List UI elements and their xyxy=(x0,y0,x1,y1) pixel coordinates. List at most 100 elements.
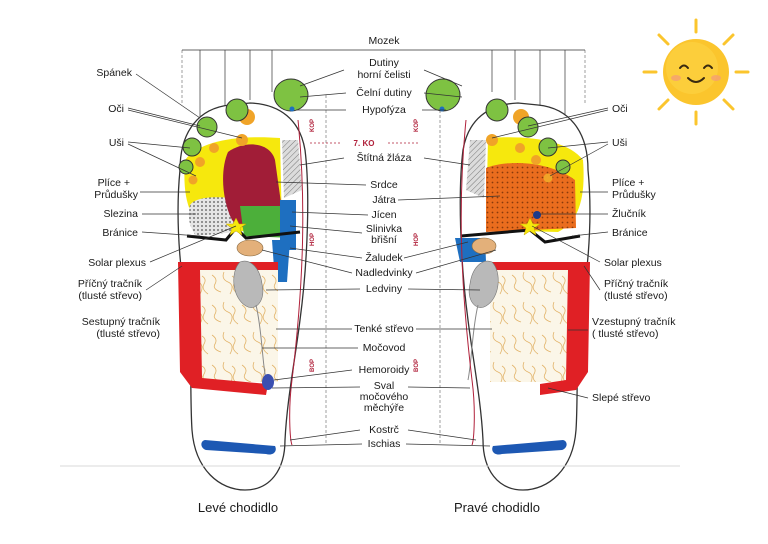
pituitary-dot-right xyxy=(439,106,445,112)
toe-2-left xyxy=(225,98,249,122)
toe-4-left xyxy=(182,137,202,157)
label-pricny-right-1: Příčný tračník xyxy=(604,278,669,290)
ureter-left xyxy=(255,304,267,381)
thyroid-zone-left xyxy=(282,140,302,198)
label-oci-right: Oči xyxy=(612,103,628,115)
label-branice-left: Bránice xyxy=(102,227,138,239)
ear-point-right-2 xyxy=(543,173,553,183)
ear-point-right-1 xyxy=(531,155,541,165)
label-ischias: Ischias xyxy=(368,438,401,450)
label-pricny-left-2: (tlusté střevo) xyxy=(78,290,142,302)
toe-3-left xyxy=(196,116,218,138)
left-foot-title: Levé chodidlo xyxy=(198,500,278,515)
label-slezina: Slezina xyxy=(104,208,139,220)
label-sval-1: Sval xyxy=(374,380,394,392)
kidney-left xyxy=(233,260,264,308)
label-hemoroidy: Hemoroidy xyxy=(359,364,411,376)
toe-3-right xyxy=(517,116,539,138)
label-sval-2: močového xyxy=(360,391,409,403)
liver-zone xyxy=(486,163,576,232)
pituitary-dot-left xyxy=(289,106,295,112)
stomach-zone xyxy=(240,206,292,238)
label-slepe: Slepé střevo xyxy=(592,392,651,404)
label-plice-left-2: Průdušky xyxy=(94,189,139,201)
label-branice-right: Bránice xyxy=(612,227,648,239)
label-jicen: Jícen xyxy=(371,209,396,221)
diaphragm-line-right xyxy=(460,228,581,244)
label-celni: Čelní dutiny xyxy=(356,86,412,99)
solar-plexus-star-right xyxy=(519,217,541,236)
ear-point-left-2 xyxy=(188,175,198,185)
top-guides xyxy=(181,49,586,445)
ear-point-left-1 xyxy=(195,157,205,167)
label-oci-left: Oči xyxy=(108,103,124,115)
label-vzestupny-1: Vzestupný tračník xyxy=(592,316,676,328)
solar-plexus-star-left xyxy=(225,217,247,236)
label-mocovod: Močovod xyxy=(363,342,406,354)
kidney-right xyxy=(468,260,499,308)
label-plice-right-2: Průdušky xyxy=(612,189,657,201)
left-leaders xyxy=(127,73,243,291)
gallbladder-dot xyxy=(533,211,541,219)
label-kostrc: Kostrč xyxy=(369,424,399,436)
center-leaders xyxy=(261,69,501,447)
sun-icon xyxy=(642,18,750,126)
center-labels: Mozek Dutiny horní čelisti Čelní dutiny … xyxy=(354,35,414,450)
label-pricny-right-2: (tlusté střevo) xyxy=(604,290,668,302)
spleen-zone xyxy=(188,197,236,236)
label-slinivka-2: břišní xyxy=(371,234,397,246)
eye-point-left-1 xyxy=(236,134,248,146)
label-hypofyza: Hypofýza xyxy=(362,104,406,116)
sciatic-right xyxy=(492,440,567,455)
hop-marker-right: HOP xyxy=(414,233,420,246)
hop-marker-left: HOP xyxy=(310,233,316,246)
kop-marker-left: KOP xyxy=(310,119,316,132)
label-sestupny-1: Sestupný tračník xyxy=(82,316,161,328)
label-sval-3: měchýře xyxy=(364,402,404,414)
sciatic-left xyxy=(201,440,276,455)
ko-marker: 7. KO xyxy=(354,139,375,148)
label-vzestupny-2: ( tlusté střevo) xyxy=(592,328,659,340)
label-mozek: Mozek xyxy=(369,35,401,47)
label-zlucnik: Žlučník xyxy=(612,207,647,220)
colon-frame-right xyxy=(490,262,590,395)
ureter-right xyxy=(467,304,479,381)
label-solar-left: Solar plexus xyxy=(88,257,146,269)
label-tenke: Tenké střevo xyxy=(354,323,414,335)
label-stitna: Štítná žláza xyxy=(357,151,412,164)
right-foot xyxy=(425,78,591,491)
toe-4-right xyxy=(538,137,558,157)
right-foot-title: Pravé chodidlo xyxy=(454,500,540,515)
label-plice-right-1: Plíce + xyxy=(612,177,644,189)
left-labels: Spánek Oči Uši Plíce + Průdušky Slezina … xyxy=(78,67,161,340)
small-intestine-right xyxy=(490,262,570,382)
label-plice-left-1: Plíce + xyxy=(98,177,130,189)
adrenal-right xyxy=(471,237,497,255)
label-zaludek: Žaludek xyxy=(365,251,403,264)
right-labels: Oči Uši Plíce + Průdušky Žlučník Bránice… xyxy=(592,103,676,404)
label-slinivka-1: Slinivka xyxy=(366,223,402,235)
thyroid-zone-right xyxy=(466,140,486,198)
label-srdce: Srdce xyxy=(370,179,398,191)
label-dutiny-1: Dutiny xyxy=(369,57,400,69)
left-foot xyxy=(177,78,309,491)
adrenal-left xyxy=(236,239,264,257)
label-solar-right: Solar plexus xyxy=(604,257,662,269)
bop-marker-right: BOP xyxy=(414,359,420,372)
esophagus-zone xyxy=(280,200,296,250)
label-pricny-left-1: Příčný tračník xyxy=(78,278,143,290)
label-spanek: Spánek xyxy=(96,67,132,79)
label-nadledviny: Nadledvinky xyxy=(355,267,413,279)
label-usi-right: Uši xyxy=(612,137,627,149)
label-jatra: Játra xyxy=(372,194,396,206)
zone-markers: KOP KOP HOP HOP BOP BOP 7. KO xyxy=(310,119,420,372)
colon-frame-left xyxy=(178,262,278,395)
eye-point-right-2 xyxy=(515,143,525,153)
bop-marker-left: BOP xyxy=(310,359,316,372)
right-leaders xyxy=(491,107,609,399)
label-dutiny-2: horní čelisti xyxy=(357,69,410,81)
eye-point-left-2 xyxy=(209,143,219,153)
label-sestupny-2: (tlusté střevo) xyxy=(96,328,160,340)
label-ledviny: Ledviny xyxy=(366,283,403,295)
